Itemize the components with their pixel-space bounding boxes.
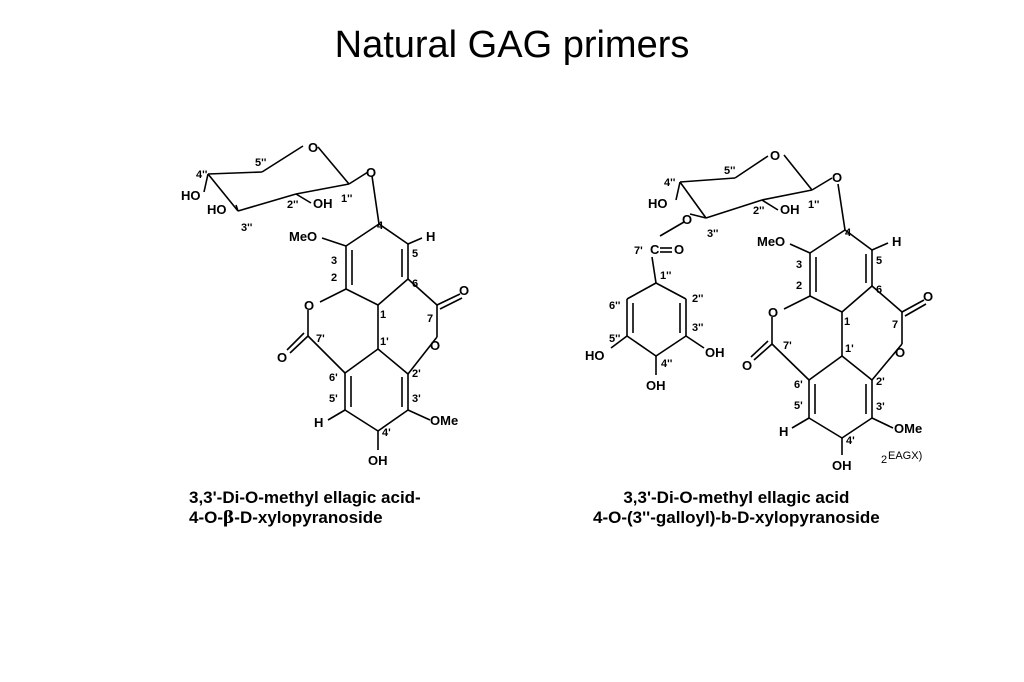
ring-oxygen-label: O	[770, 148, 780, 163]
locant: 1''	[808, 199, 820, 211]
locant: 7	[892, 319, 898, 331]
locant: 6	[876, 284, 882, 296]
locant: 6'	[329, 372, 338, 384]
structure-1-locants: 5'' 4'' 3'' 2'' 1'' 4 3 2 5 6 1 7 7' 1' …	[196, 157, 433, 439]
locant: 4''	[196, 169, 208, 181]
locant: 5	[412, 248, 418, 260]
methoxy-3-label: MeO	[757, 234, 785, 249]
structure-2-locants: 5'' 4'' 2'' 1'' 3'' 7' 1'' 6'' 2'' 5'' 3…	[609, 165, 898, 447]
locant: 2'	[412, 368, 421, 380]
locant: 2''	[753, 205, 765, 217]
lactone-oxygen-2-label: O	[430, 338, 440, 353]
locant: 1	[380, 309, 386, 321]
hydrogen-5-label: H	[892, 234, 901, 249]
structure-2-caption: 3,3'-Di-O-methyl ellagic acid 4-O-(3''-g…	[593, 488, 880, 528]
note-text: EAGX)	[888, 450, 922, 462]
locant: 3	[331, 255, 337, 267]
locant: 2''	[287, 199, 299, 211]
structure-1-bonds	[203, 145, 463, 450]
slide-title: Natural GAG primers	[334, 24, 690, 66]
methoxy-3p-label: OMe	[894, 421, 922, 436]
locant: 4''	[664, 177, 676, 189]
hydroxyl-3pp-label: HO	[207, 202, 227, 217]
ester-carbonyl-oxygen-label: O	[674, 242, 684, 257]
caption-suffix: -D-xylopyranoside	[234, 508, 383, 527]
locant: 7'	[316, 333, 325, 345]
structure-2-atoms: O O HO OH O C O MeO H O O O O HO OH OH H…	[585, 148, 933, 473]
locant: 4	[377, 220, 384, 232]
carbonyl-carbon-label: C	[650, 242, 660, 257]
hydroxyl-4pp-label: HO	[181, 188, 201, 203]
locant: 3	[796, 259, 802, 271]
caption-line-2: 4-O-β-D-xylopyranoside	[189, 508, 421, 528]
caption-greek-beta: β	[223, 508, 235, 528]
methoxy-3p-label: OMe	[430, 413, 458, 428]
structure-1-atoms: O O HO HO OH MeO H O O O O H OMe OH	[181, 140, 469, 468]
locant: 6	[412, 278, 418, 290]
locant: 7'	[783, 340, 792, 352]
locant: 2'	[876, 376, 885, 388]
locant: 6''	[609, 300, 621, 312]
locant: 3''	[707, 228, 719, 240]
lactone-oxygen-2-label: O	[895, 345, 905, 360]
hydroxyl-4p-label: OH	[368, 453, 388, 468]
lactone-oxygen-label: O	[768, 305, 778, 320]
structure-2-bonds	[610, 154, 927, 455]
locant: 5''	[724, 165, 736, 177]
hydroxyl-4pp-label: HO	[648, 196, 668, 211]
lactone-oxygen-label: O	[304, 298, 314, 313]
locant: 4'	[846, 435, 855, 447]
ester-oxygen-label: O	[682, 212, 692, 227]
caption-line-2: 4-O-(3''-galloyl)-b-D-xylopyranoside	[593, 508, 880, 527]
locant: 2	[331, 272, 337, 284]
structure-1-caption: 3,3'-Di-O-methyl ellagic acid- 4-O-β-D-x…	[189, 488, 421, 528]
locant: 7	[427, 313, 433, 325]
structure-2-note: 2 EAGX)	[881, 450, 922, 466]
locant: 5'	[329, 393, 338, 405]
caption-line-1: 3,3'-Di-O-methyl ellagic acid-	[189, 488, 421, 507]
glycosidic-oxygen-label: O	[366, 165, 376, 180]
locant: 5	[876, 255, 882, 267]
locant: 2	[796, 280, 802, 292]
locant: 1	[844, 316, 850, 328]
locant: 1'	[380, 336, 389, 348]
locant: 3''	[692, 322, 704, 334]
locant: 1''	[660, 270, 672, 282]
locant: 5''	[255, 157, 267, 169]
locant: 2''	[692, 293, 704, 305]
locant: 7'	[634, 245, 643, 257]
caption-line-1: 3,3'-Di-O-methyl ellagic acid	[623, 488, 850, 507]
locant: 6'	[794, 379, 803, 391]
glycosidic-oxygen-label: O	[832, 170, 842, 185]
locant: 4''	[661, 358, 673, 370]
locant: 3'	[412, 393, 421, 405]
carbonyl-7-oxygen-label: O	[923, 289, 933, 304]
note-subscript: 2	[881, 454, 887, 466]
caption-prefix: 4-O-	[189, 508, 223, 527]
hydroxyl-2pp-label: OH	[313, 196, 333, 211]
locant: 4'	[382, 427, 391, 439]
carbonyl-7p-oxygen-label: O	[742, 358, 752, 373]
galloyl-hydroxyl-3-label: OH	[705, 345, 725, 360]
locant: 1''	[341, 193, 353, 205]
carbonyl-7p-oxygen-label: O	[277, 350, 287, 365]
locant: 5''	[609, 333, 621, 345]
ring-oxygen-label: O	[308, 140, 318, 155]
hydroxyl-2pp-label: OH	[780, 202, 800, 217]
methoxy-3-label: MeO	[289, 229, 317, 244]
hydrogen-5p-label: H	[314, 415, 323, 430]
hydrogen-5p-label: H	[779, 424, 788, 439]
locant: 5'	[794, 400, 803, 412]
locant: 4	[845, 227, 852, 239]
locant: 1'	[845, 343, 854, 355]
hydroxyl-4p-label: OH	[832, 458, 852, 473]
galloyl-hydroxyl-4-label: OH	[646, 378, 666, 393]
galloyl-hydroxyl-5-label: HO	[585, 348, 605, 363]
locant: 3''	[241, 222, 253, 234]
locant: 3'	[876, 401, 885, 413]
carbonyl-7-oxygen-label: O	[459, 283, 469, 298]
hydrogen-5-label: H	[426, 229, 435, 244]
